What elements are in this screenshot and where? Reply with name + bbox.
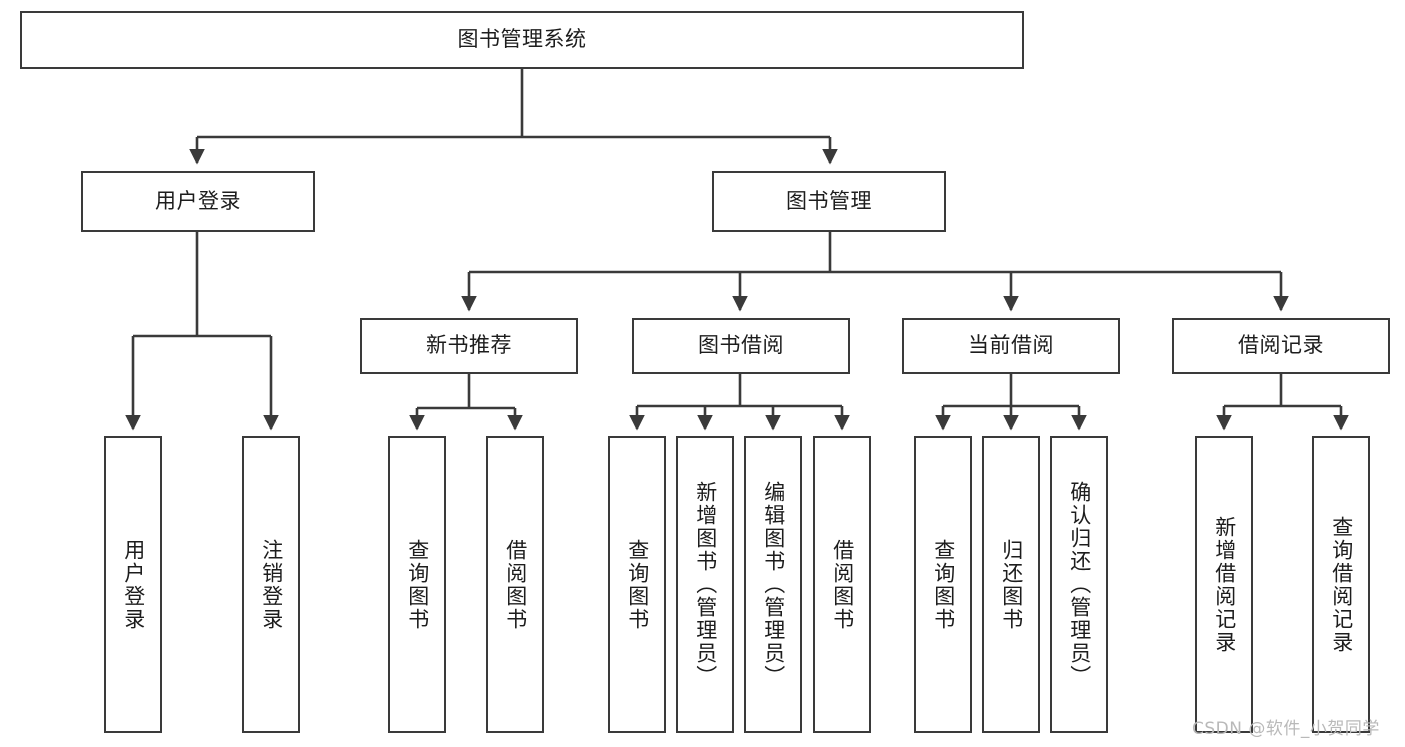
- node-root-label: 图书管理系统: [457, 27, 587, 52]
- leaf-query-book-3[interactable]: 查询图书: [914, 436, 972, 733]
- leaf-user-logout[interactable]: 注销登录: [242, 436, 300, 733]
- node-current-borrow[interactable]: 当前借阅: [902, 318, 1120, 374]
- leaf-return-book[interactable]: 归还图书: [982, 436, 1040, 733]
- leaf-query-book-2[interactable]: 查询图书: [608, 436, 666, 733]
- leaf-user-login-label: 用户登录: [121, 538, 146, 631]
- node-book-manage-label: 图书管理: [786, 188, 872, 213]
- leaf-add-record[interactable]: 新增借阅记录: [1195, 436, 1253, 733]
- leaf-query-book-3-label: 查询图书: [931, 538, 956, 631]
- node-borrow-record[interactable]: 借阅记录: [1172, 318, 1390, 374]
- leaf-add-book-label: 新增图书（管理员）: [693, 481, 718, 688]
- node-new-book-rec-label: 新书推荐: [426, 333, 512, 358]
- leaf-confirm-return-label: 确认归还（管理员）: [1067, 481, 1092, 688]
- leaf-query-book-2-label: 查询图书: [625, 538, 650, 631]
- leaf-user-logout-label: 注销登录: [259, 538, 284, 631]
- watermark: CSDN @软件_小贺同学: [1192, 719, 1380, 739]
- leaf-user-login[interactable]: 用户登录: [104, 436, 162, 733]
- leaf-borrow-book-1-label: 借阅图书: [503, 538, 528, 631]
- node-borrow-record-label: 借阅记录: [1238, 333, 1324, 358]
- node-book-manage[interactable]: 图书管理: [712, 171, 946, 232]
- leaf-borrow-book-2[interactable]: 借阅图书: [813, 436, 871, 733]
- leaf-edit-book[interactable]: 编辑图书（管理员）: [744, 436, 802, 733]
- leaf-edit-book-label: 编辑图书（管理员）: [761, 481, 786, 688]
- leaf-query-record-label: 查询借阅记录: [1329, 515, 1354, 654]
- leaf-add-book[interactable]: 新增图书（管理员）: [676, 436, 734, 733]
- leaf-query-book-1-label: 查询图书: [405, 538, 430, 631]
- node-new-book-rec[interactable]: 新书推荐: [360, 318, 578, 374]
- leaf-return-book-label: 归还图书: [999, 538, 1024, 631]
- node-user-login-label: 用户登录: [155, 188, 241, 213]
- node-root[interactable]: 图书管理系统: [20, 11, 1024, 69]
- leaf-borrow-book-1[interactable]: 借阅图书: [486, 436, 544, 733]
- node-user-login[interactable]: 用户登录: [81, 171, 315, 232]
- leaf-borrow-book-2-label: 借阅图书: [830, 538, 855, 631]
- node-book-borrow[interactable]: 图书借阅: [632, 318, 850, 374]
- node-current-borrow-label: 当前借阅: [968, 333, 1054, 358]
- leaf-confirm-return[interactable]: 确认归还（管理员）: [1050, 436, 1108, 733]
- leaf-query-book-1[interactable]: 查询图书: [388, 436, 446, 733]
- leaf-add-record-label: 新增借阅记录: [1212, 515, 1237, 654]
- node-book-borrow-label: 图书借阅: [698, 333, 784, 358]
- leaf-query-record[interactable]: 查询借阅记录: [1312, 436, 1370, 733]
